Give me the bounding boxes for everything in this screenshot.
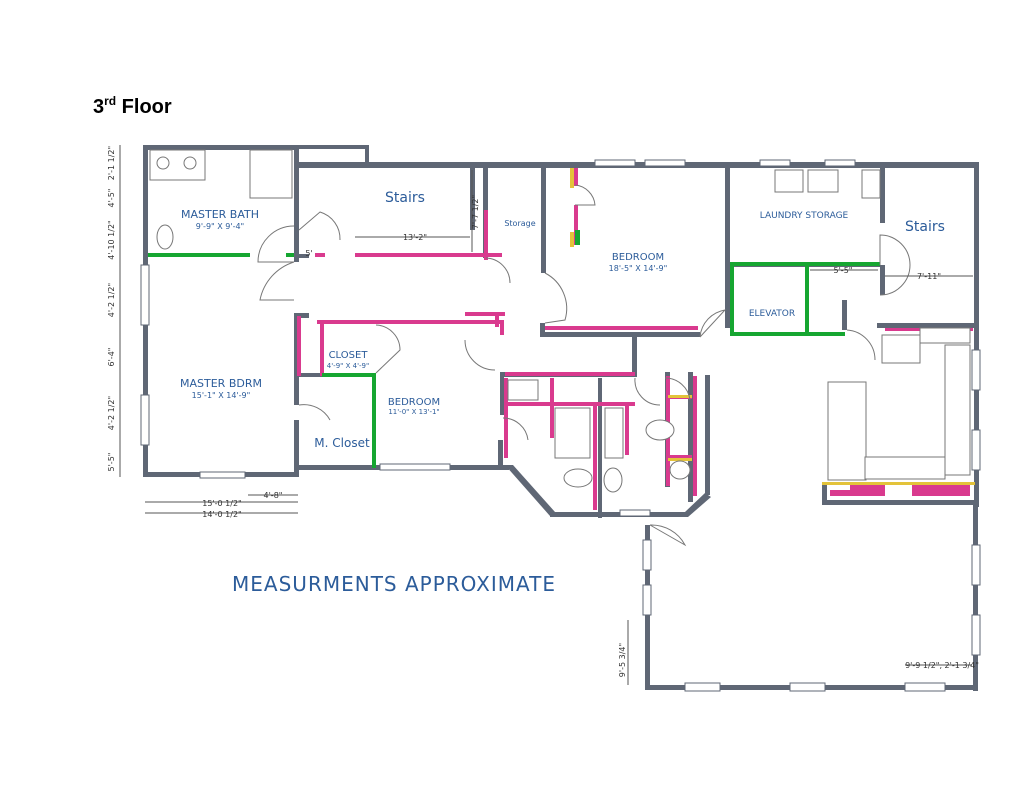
yellow-accents [570,168,975,485]
dim-bottom-1: 4'-8" [264,491,283,500]
dim-great-left: 9'-5 3/4" [618,643,627,677]
dim-great-bottom: 9'-9 1/2", 2'-1 3/4" [905,661,979,670]
door-swings [257,184,911,547]
dim-stairs-right-w: 7'-11" [917,272,941,281]
dim-stairs-left-h: 13'-2" [403,233,427,242]
windows [140,159,981,692]
dim-bottom-3: 14'-0 1/2" [202,510,241,519]
measurements-note: MEASURMENTS APPROXIMATE [232,572,556,596]
dimension-lines [119,145,973,685]
dim-left-5: 6'-4" [107,348,116,367]
master-bdrm-label: MASTER BDRM [180,377,262,390]
counter-bottom [864,456,946,480]
fixtures [149,149,971,493]
dim-elevator-w: 5'-5" [834,266,853,275]
bedroom-small-dims: 11'-0" X 13'-1" [388,408,439,416]
dim-left-3: 4'-10 1/2" [107,220,116,259]
shower [249,149,293,199]
dim-stairs-left-v: 7'-7 1/2" [471,195,480,229]
dim-bottom-2: 15'-0 1/2" [202,499,241,508]
m-closet-label: M. Closet [314,436,370,450]
master-bath-dims: 9'-9" X 9'-4" [196,222,244,231]
laundry-storage-label: LAUNDRY STORAGE [760,211,849,221]
bedroom-small-label: BEDROOM [388,397,440,408]
dim-left-7: 5'-5" [107,453,116,472]
master-bdrm-dims: 15'-1" X 14'-9" [192,391,251,400]
stairs-left-label: Stairs [385,190,425,206]
tub [604,407,624,459]
shower-stall [554,407,591,459]
counter-right [944,344,971,476]
closet-dims: 4'-9" X 4'-9" [327,362,369,370]
dryer [807,169,839,193]
elevator-label: ELEVATOR [749,309,795,319]
green-walls [148,230,880,468]
bedroom-main-label: BEDROOM [612,252,664,263]
toilet [156,224,174,250]
dim-left-4: 4'-2 1/2" [107,283,116,317]
storage-label: Storage [504,219,535,228]
range [881,334,921,364]
dimension-labels: 2'-1 1/2" 4'-5" 4'-10 1/2" 4'-2 1/2" 6'-… [107,146,979,677]
washer [774,169,804,193]
dim-left-2: 4'-5" [107,189,116,208]
bedroom-main-dims: 18'-5" X 14'-9" [609,264,668,273]
master-bath-label: MASTER BATH [181,208,259,221]
sink [507,379,539,401]
room-labels: MASTER BATH 9'-9" X 9'-4" Stairs Storage… [180,190,945,450]
dim-left-6: 4'-2 1/2" [107,396,116,430]
stairs-right-label: Stairs [905,219,945,235]
kitchen-island [827,381,867,481]
dim-small-5: 5' [305,249,312,258]
page-title: 3rd Floor [93,94,172,118]
closet-label: CLOSET [329,350,369,361]
dim-left-1: 2'-1 1/2" [107,146,116,180]
